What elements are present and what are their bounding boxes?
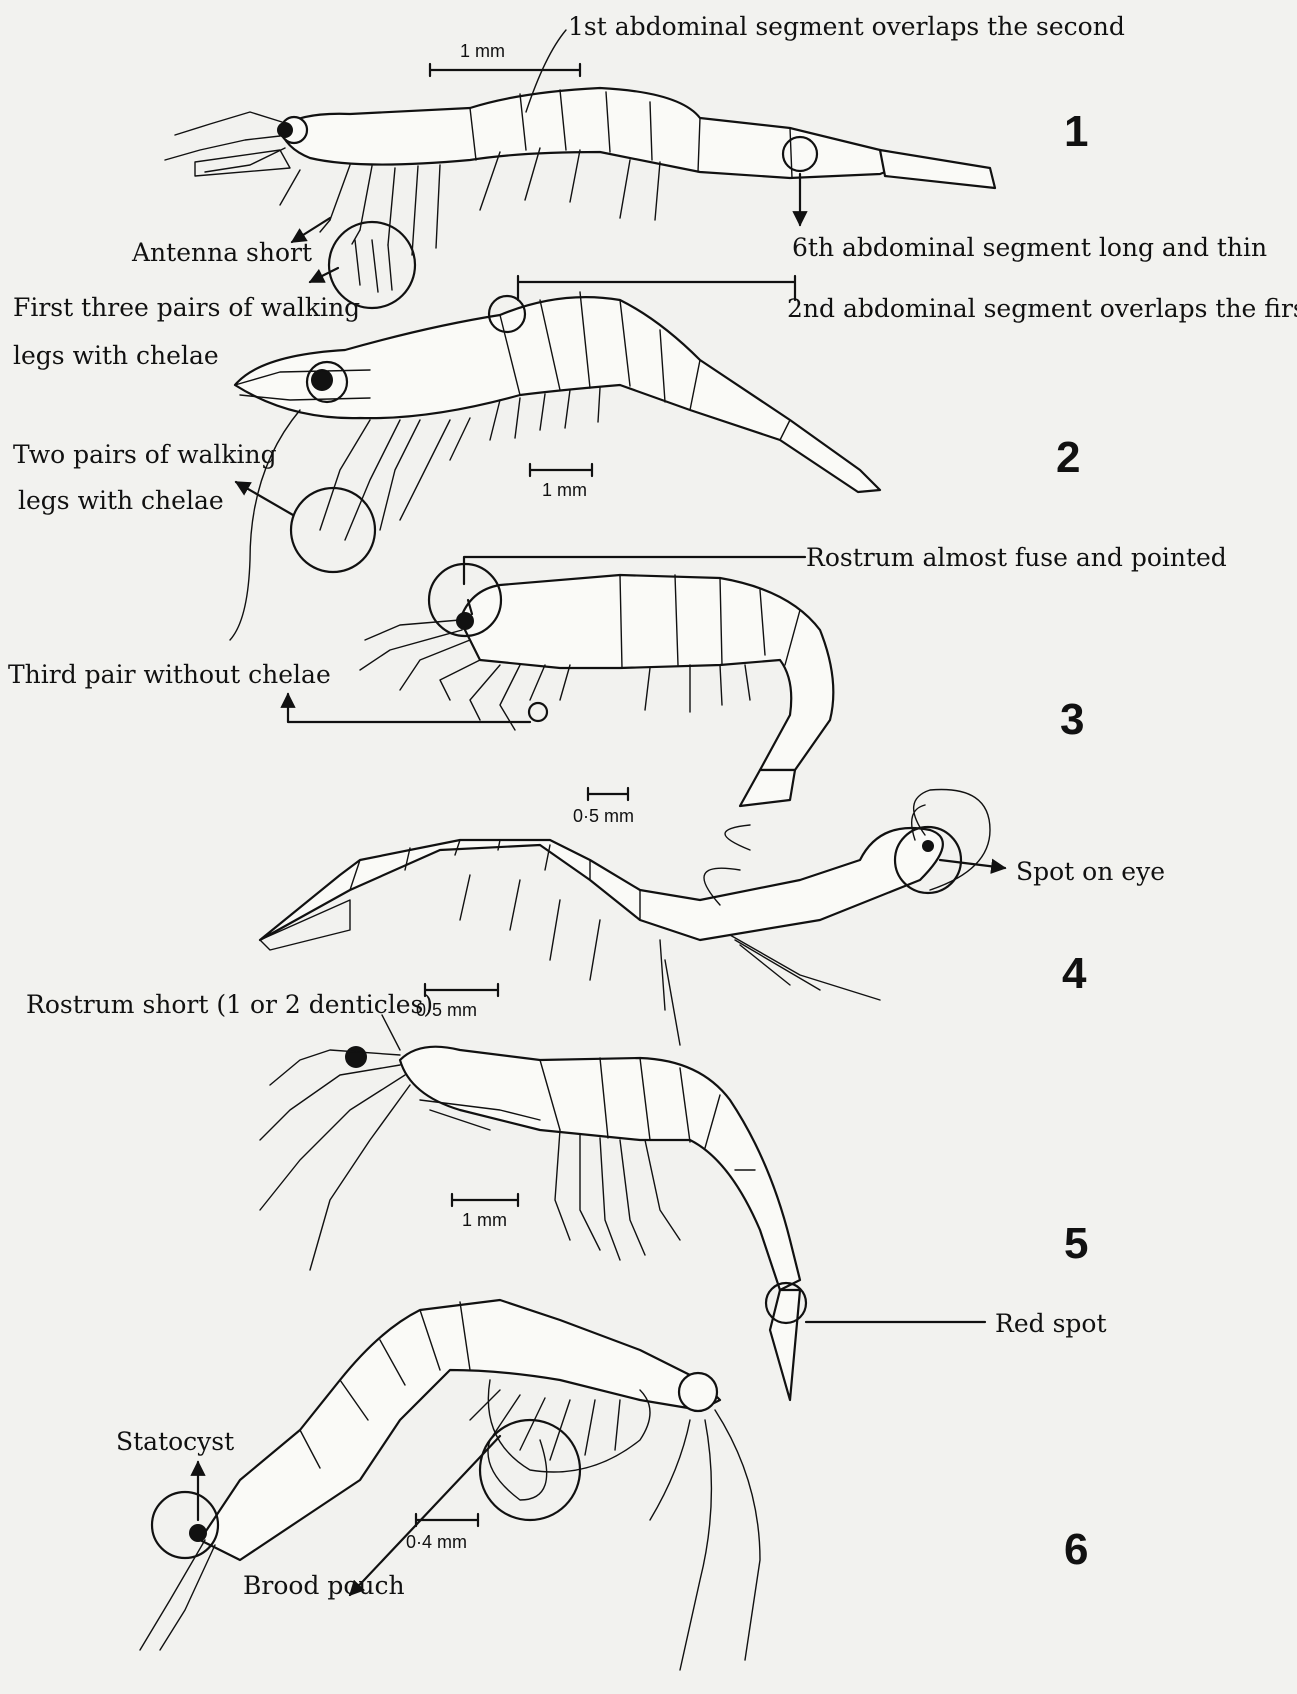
label-legs-with-chelae-2: legs with chelae — [18, 486, 224, 515]
scale-label-1: 1 mm — [460, 41, 505, 61]
label-spot-on-eye: Spot on eye — [1016, 857, 1165, 886]
label-first-three-pairs: First three pairs of walking — [13, 293, 360, 322]
label-legs-with-chelae-1: legs with chelae — [13, 341, 219, 370]
scale-bar-1 — [430, 64, 580, 76]
bracket-2nd-segment — [518, 276, 795, 300]
scale-bar-3 — [588, 788, 628, 800]
label-2nd-abdominal-segment: 2nd abdominal segment overlaps the first — [787, 294, 1297, 323]
label-antenna-short: Antenna short — [131, 238, 312, 267]
scale-label-5: 1 mm — [462, 1210, 507, 1230]
scale-bar-5 — [452, 1194, 518, 1206]
scale-bar-2 — [530, 464, 592, 476]
scale-label-6: 0·4 mm — [406, 1532, 467, 1552]
label-two-pairs: Two pairs of walking — [13, 440, 277, 469]
specimen-1-drawing — [165, 88, 995, 308]
scale-label-2: 1 mm — [542, 480, 587, 500]
specimen-number-6: 6 — [1064, 1525, 1088, 1574]
specimen-number-4: 4 — [1062, 949, 1087, 998]
label-statocyst: Statocyst — [116, 1427, 234, 1456]
specimen-3-drawing — [360, 564, 833, 806]
specimen-6-drawing — [140, 1300, 760, 1670]
label-rostrum-pointed: Rostrum almost fuse and pointed — [806, 543, 1227, 572]
label-6th-abdominal-segment: 6th abdominal segment long and thin — [792, 233, 1267, 262]
scale-label-3: 0·5 mm — [573, 806, 634, 826]
label-red-spot: Red spot — [995, 1309, 1107, 1338]
label-rostrum-short: Rostrum short (1 or 2 denticles) — [26, 990, 433, 1019]
specimen-number-3: 3 — [1060, 695, 1084, 744]
scale-bar-4 — [425, 984, 498, 996]
specimen-number-2: 2 — [1056, 433, 1080, 482]
leader-rostrum-5 — [382, 1015, 400, 1050]
label-1st-abdominal-segment: 1st abdominal segment overlaps the secon… — [568, 12, 1125, 41]
specimen-number-5: 5 — [1064, 1219, 1088, 1268]
label-third-pair: Third pair without chelae — [8, 660, 331, 689]
arrow-third-pair — [288, 694, 530, 722]
arrow-chelae-2 — [236, 482, 293, 515]
specimen-number-1: 1 — [1064, 107, 1088, 156]
label-brood-pouch: Brood pouch — [243, 1571, 405, 1600]
arrow-chelae-1 — [310, 268, 338, 282]
